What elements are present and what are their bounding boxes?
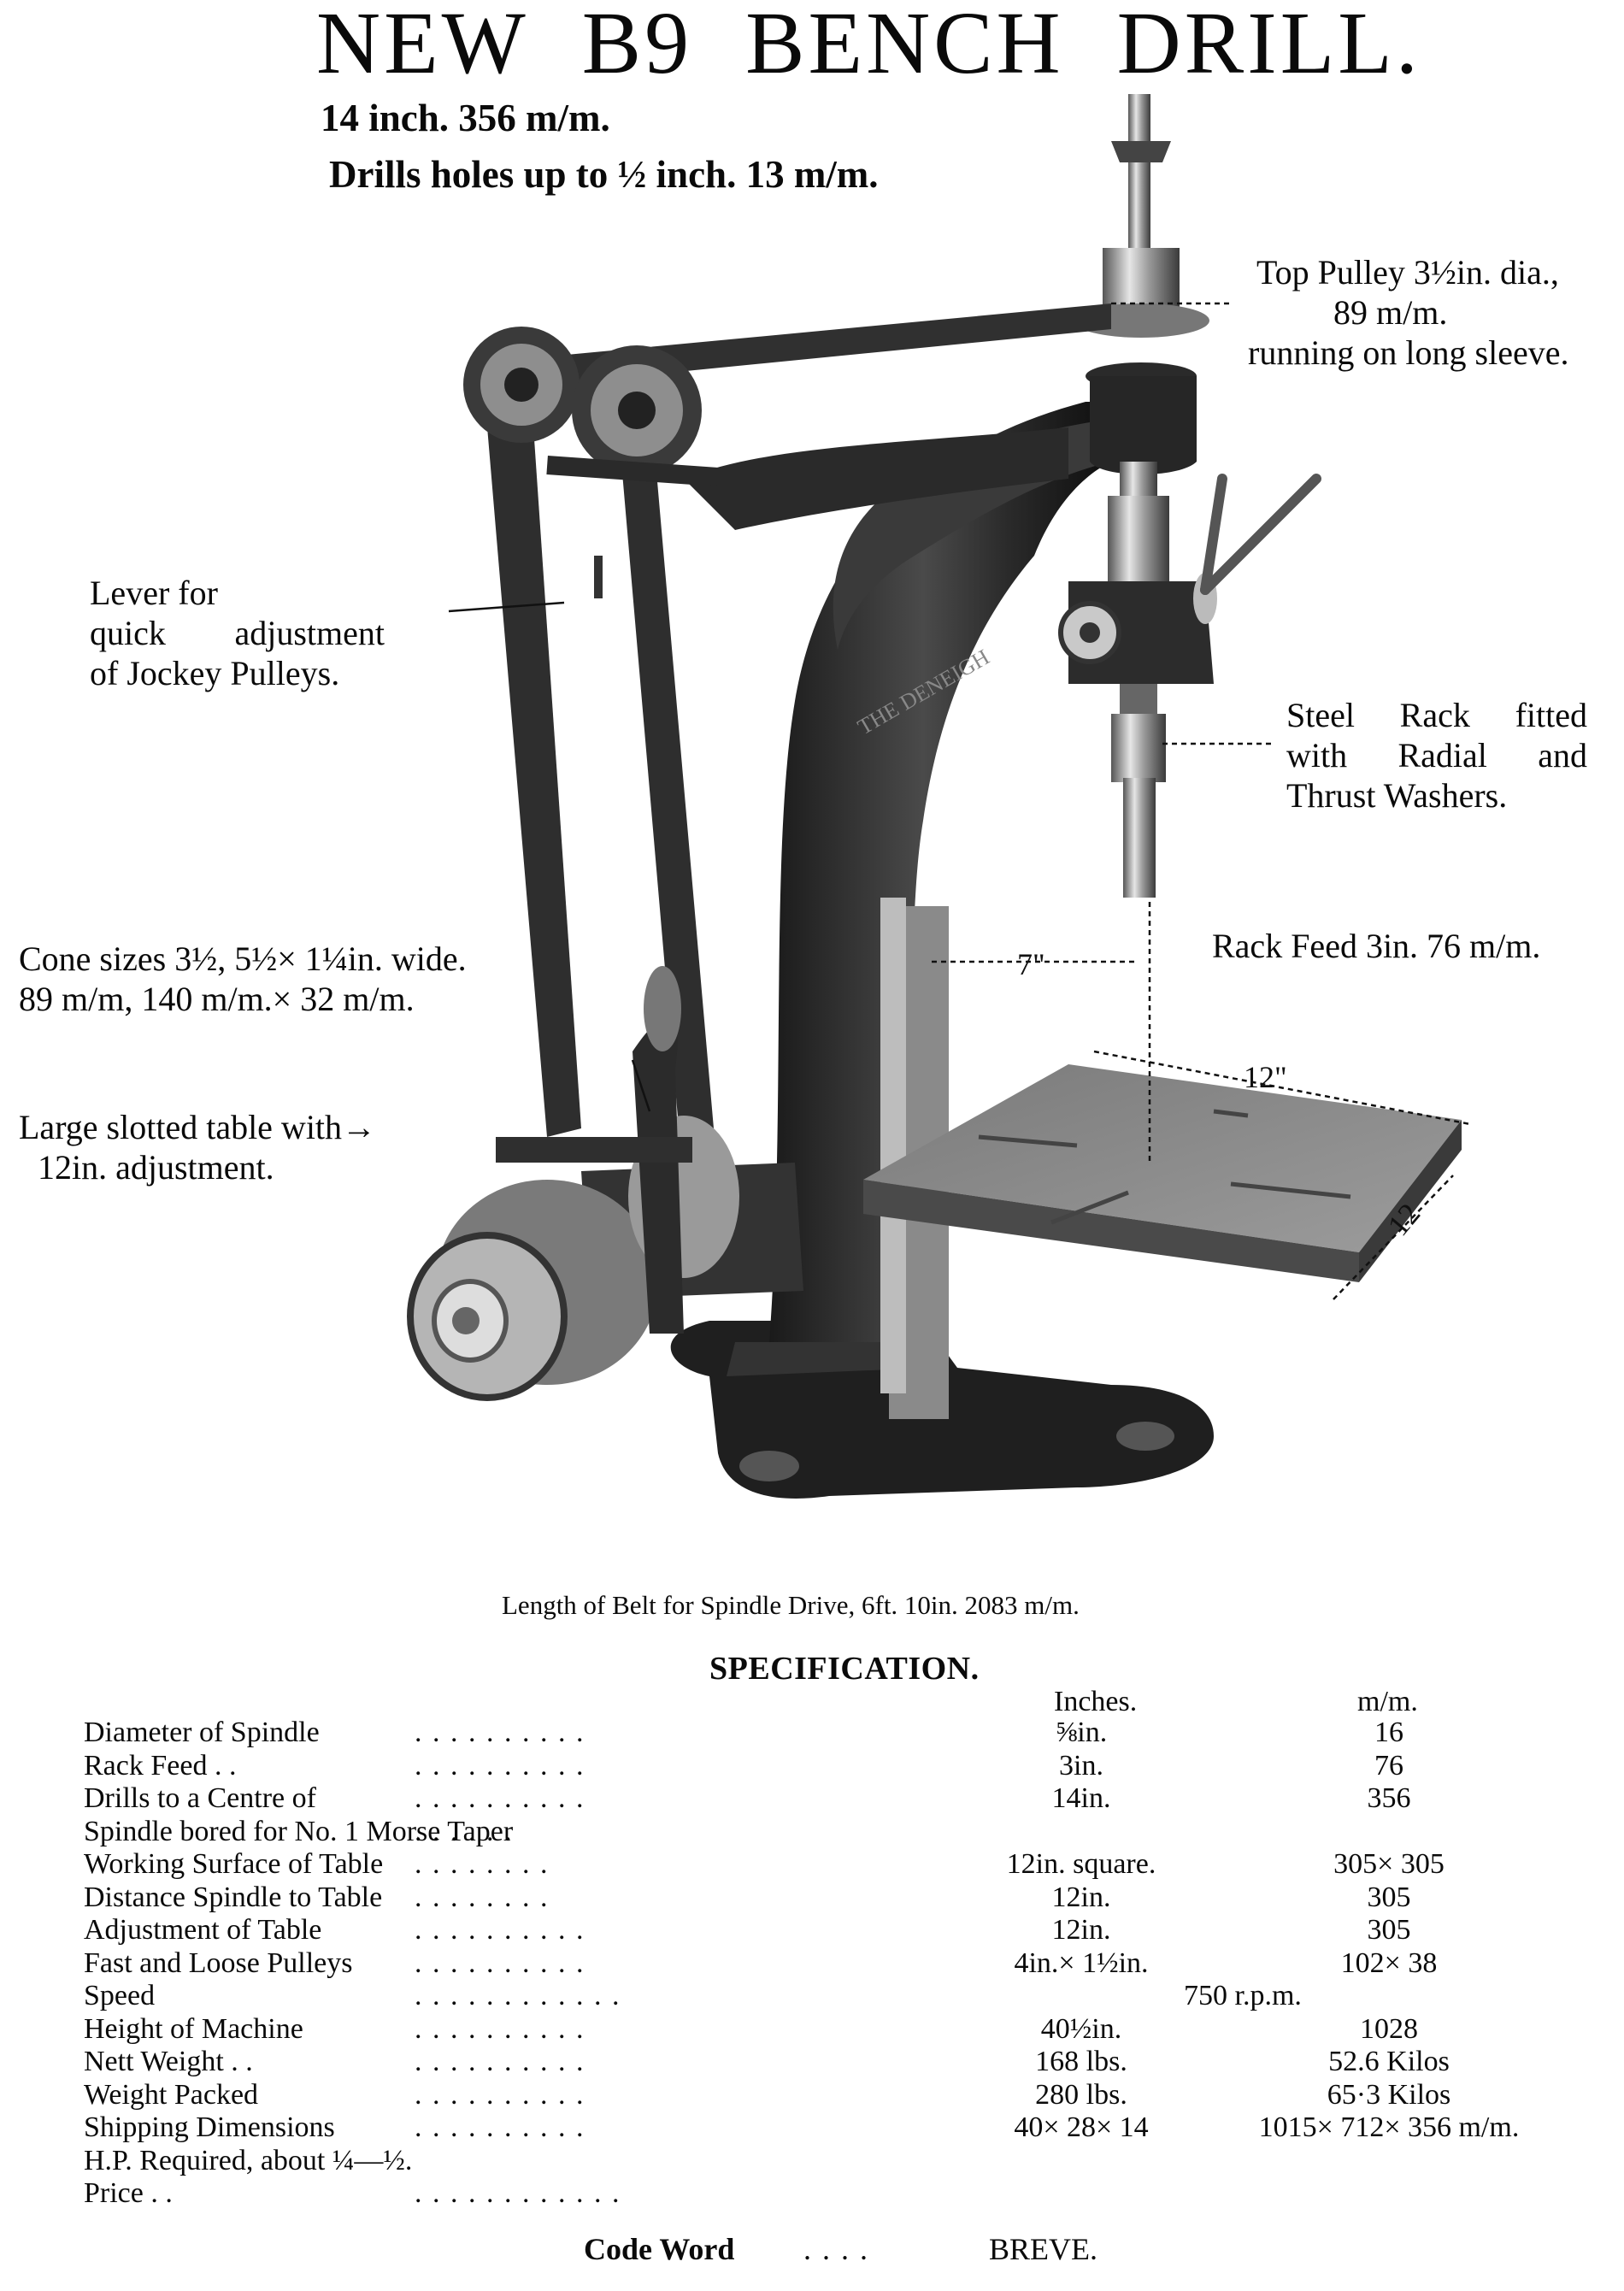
column-header-mm: m/m. <box>1357 1686 1418 1717</box>
spec-row-dots: . . . . . . . . . . . . <box>415 2177 621 2209</box>
top-pulley-line: Top Pulley 3½in. dia., <box>1256 253 1559 292</box>
spec-row-inches: 40½in. <box>1040 2013 1122 2045</box>
spec-row-dots: . . . . . . . . . . <box>415 1947 585 1979</box>
bench-drill-illustration: THE DENEIGH <box>407 94 1471 1499</box>
spindle-head <box>1058 94 1321 898</box>
spec-row-name: H.P. Required, about ¼—½. <box>84 2145 413 2176</box>
slotted-table-label: Large slotted table with→ 12in. adjustme… <box>19 1107 376 1187</box>
subtitle-line-2: Drills holes up to ½ inch. 13 m/m. <box>329 153 879 196</box>
table-width-label: 12" <box>1244 1060 1287 1094</box>
spec-row-name: Nett Weight . . <box>84 2046 253 2077</box>
rack-feed-label: Rack Feed 3in. 76 m/m. <box>1212 927 1541 965</box>
cone-sizes-line: 89 m/m, 140 m/m.× 32 m/m. <box>19 980 415 1018</box>
title-word: BENCH <box>745 0 1064 92</box>
spec-row-mm: 1028 <box>1360 2013 1418 2045</box>
spec-row-dots: . . . . . . . . <box>415 1848 550 1880</box>
spec-row-dots: . . . . . . . . . . <box>415 1750 585 1782</box>
code-word-dots: . . . . <box>803 2232 869 2266</box>
cone-sizes-line: Cone sizes 3½, 5½× 1¼in. wide. <box>19 939 467 978</box>
code-word-value: BREVE. <box>989 2232 1098 2266</box>
cone-pulleys <box>407 966 803 1401</box>
spec-row-mm: 65·3 Kilos <box>1327 2079 1451 2111</box>
cone-sizes-label: Cone sizes 3½, 5½× 1¼in. wide. 89 m/m, 1… <box>19 939 467 1019</box>
spec-row-name: Price . . <box>84 2177 173 2209</box>
spec-row-name: Fast and Loose Pulleys <box>84 1947 353 1979</box>
spec-row-name: Adjustment of Table <box>84 1914 322 1946</box>
spec-row-mm: 1015× 712× 356 m/m. <box>1258 2111 1520 2143</box>
specification-title: SPECIFICATION. <box>709 1651 980 1687</box>
spec-row-dots: . . . . . . . . . . <box>415 2079 585 2111</box>
steel-rack-label: Steel Rack fitted with Radial and Thrust… <box>1286 695 1587 816</box>
spec-row-dots: . . . . . . . . . . . . <box>415 1980 621 2011</box>
reach-dimension-label: 7" <box>1017 947 1045 981</box>
spec-row-inches: 40× 28× 14 <box>1014 2111 1149 2143</box>
spec-row-name: Shipping Dimensions <box>84 2111 335 2143</box>
spec-row-inches: 12in. <box>1051 1914 1111 1946</box>
spec-row-dots: . . . . . . . . . . <box>415 1782 585 1814</box>
spec-row-dots: . . . . . . <box>415 1816 514 1847</box>
slotted-table-line: 12in. adjustment. <box>38 1148 274 1187</box>
spec-row-dots: . . . . . . . . . . <box>415 2013 585 2045</box>
spec-row-name: Speed <box>84 1980 156 2011</box>
spec-row-inches: 4in.× 1½in. <box>1014 1947 1149 1979</box>
lever-label: Lever for quick adjustment of Jockey Pul… <box>90 573 385 693</box>
title-word: B9 <box>581 0 693 92</box>
slotted-table <box>863 898 1462 1419</box>
spec-row-dots: . . . . . . . . . . <box>415 1717 585 1748</box>
spec-row-mm: 102× 38 <box>1340 1947 1438 1979</box>
spec-row-dots: . . . . . . . . . . <box>415 2046 585 2077</box>
spec-row-name: Weight Packed <box>84 2079 259 2111</box>
spec-row-mm: 305 <box>1367 1882 1411 1913</box>
spec-row-name: Spindle bored for No. 1 Morse Taper <box>84 1816 514 1847</box>
spec-row-inches: 14in. <box>1051 1782 1111 1814</box>
lever-line: of Jockey Pulleys. <box>90 654 340 692</box>
lever-line: Lever for <box>90 574 218 612</box>
page-title: NEW B9 BENCH DRILL. <box>316 0 1421 92</box>
spec-row-inches: 280 lbs. <box>1035 2079 1127 2111</box>
steel-rack-line: with Radial and <box>1286 736 1587 774</box>
top-pulley-line: running on long sleeve. <box>1248 333 1569 372</box>
spec-row-name: Diameter of Spindle <box>84 1717 320 1748</box>
top-pulley-line: 89 m/m. <box>1333 293 1448 332</box>
spec-row-dots: . . . . . . . . . . <box>415 1914 585 1946</box>
spec-row-dots: . . . . . . . . . . <box>415 2111 585 2143</box>
lever-line: quick adjustment <box>90 614 385 652</box>
spec-row-mm: 356 <box>1367 1782 1411 1814</box>
steel-rack-line: Steel Rack fitted <box>1286 696 1587 734</box>
spec-row-mm: 52.6 Kilos <box>1328 2046 1450 2077</box>
spec-row-mm: 76 <box>1374 1750 1403 1782</box>
steel-rack-line: Thrust Washers. <box>1286 776 1508 815</box>
top-pulley-label: Top Pulley 3½in. dia., 89 m/m. running o… <box>1248 252 1607 373</box>
spec-row-inches: 168 lbs. <box>1035 2046 1127 2077</box>
dimension-lines <box>448 302 1471 1300</box>
spec-row-inches: 3in. <box>1059 1750 1103 1782</box>
spec-row-mm: 16 <box>1374 1717 1403 1748</box>
code-word-label: Code Word <box>584 2232 735 2266</box>
spec-row-span: 750 r.p.m. <box>1184 1980 1302 2011</box>
subtitle-line-1: 14 inch. 356 m/m. <box>321 97 610 139</box>
spec-row-name: Working Surface of Table <box>84 1848 384 1880</box>
title-word: NEW <box>316 0 529 92</box>
spec-row-inches: 12in. <box>1051 1882 1111 1913</box>
spec-row-dots: . . . . . . . . <box>415 1882 550 1913</box>
spec-row-mm: 305× 305 <box>1333 1848 1445 1880</box>
spec-row-inches: ⅝in. <box>1055 1717 1108 1748</box>
belt-length-caption: Length of Belt for Spindle Drive, 6ft. 1… <box>502 1590 1080 1620</box>
spec-row-inches: 12in. square. <box>1006 1848 1156 1880</box>
slotted-table-line: Large slotted table with→ <box>19 1108 377 1146</box>
spec-row-name: Distance Spindle to Table <box>84 1882 383 1913</box>
title-word: DRILL. <box>1116 0 1421 92</box>
spec-row-name: Rack Feed . . <box>84 1750 237 1782</box>
spec-row-name: Height of Machine <box>84 2013 303 2045</box>
belt-drive <box>463 303 1111 1137</box>
spec-row-mm: 305 <box>1367 1914 1411 1946</box>
column-header-inches: Inches. <box>1054 1686 1138 1717</box>
spec-row-name: Drills to a Centre of <box>84 1782 316 1814</box>
